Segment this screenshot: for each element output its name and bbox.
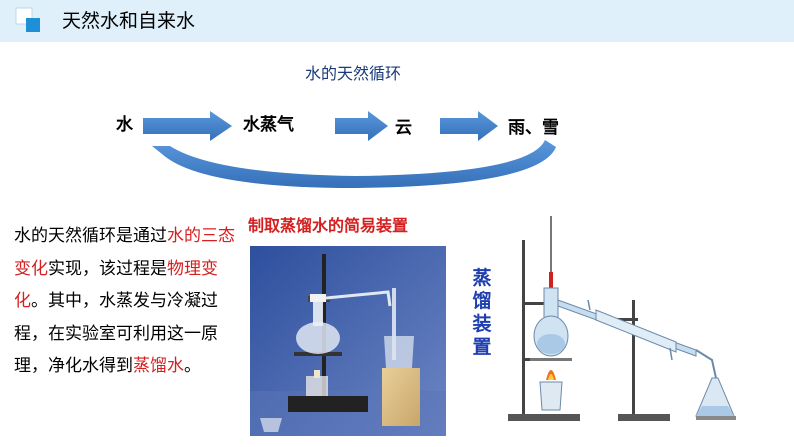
apparatus-label-char: 置 bbox=[472, 336, 492, 358]
photo-caption: 制取蒸馏水的简易装置 bbox=[248, 216, 409, 235]
distillation-apparatus-diagram bbox=[508, 216, 736, 421]
highlight-three-states: 水的三态变化 bbox=[14, 226, 235, 279]
highlight-physical-change: 物理变化 bbox=[14, 258, 218, 312]
explanation-paragraph: 水的天然循环是通过水的三态变化实现，该过程是物理变化。其中，水蒸发与冷凝过程，在… bbox=[14, 220, 239, 383]
return-arrow-icon bbox=[152, 140, 556, 188]
text-segment: 实现，该过程是 bbox=[48, 258, 167, 279]
highlight-distilled-water: 蒸馏水 bbox=[133, 356, 184, 376]
apparatus-label: 蒸 馏 装 置 bbox=[468, 267, 496, 359]
cycle-node-rain-snow: 雨、雪 bbox=[508, 118, 559, 138]
cycle-node-vapor: 水蒸气 bbox=[243, 115, 294, 135]
text-segment: 。 bbox=[184, 356, 201, 376]
page-title: 天然水和自来水 bbox=[62, 10, 196, 32]
cycle-node-cloud: 云 bbox=[395, 118, 412, 138]
arrow-right-icon bbox=[143, 111, 232, 141]
simple-distillation-photo bbox=[250, 246, 446, 436]
apparatus-label-char: 蒸 bbox=[472, 267, 492, 289]
arrow-right-icon bbox=[335, 111, 388, 141]
cycle-node-water: 水 bbox=[116, 115, 133, 135]
text-segment: 。其中，水蒸发与冷凝过程，在实验室可利用这一原理，净化水得到 bbox=[14, 291, 218, 376]
apparatus-label-char: 装 bbox=[472, 313, 492, 335]
squares-logo-icon bbox=[15, 7, 40, 32]
arrow-right-icon bbox=[440, 111, 498, 141]
cycle-title: 水的天然循环 bbox=[305, 64, 402, 83]
apparatus-label-char: 馏 bbox=[472, 290, 492, 312]
header-bar: 天然水和自来水 bbox=[0, 0, 794, 42]
text-segment: 水的天然循环是通过 bbox=[14, 226, 167, 246]
